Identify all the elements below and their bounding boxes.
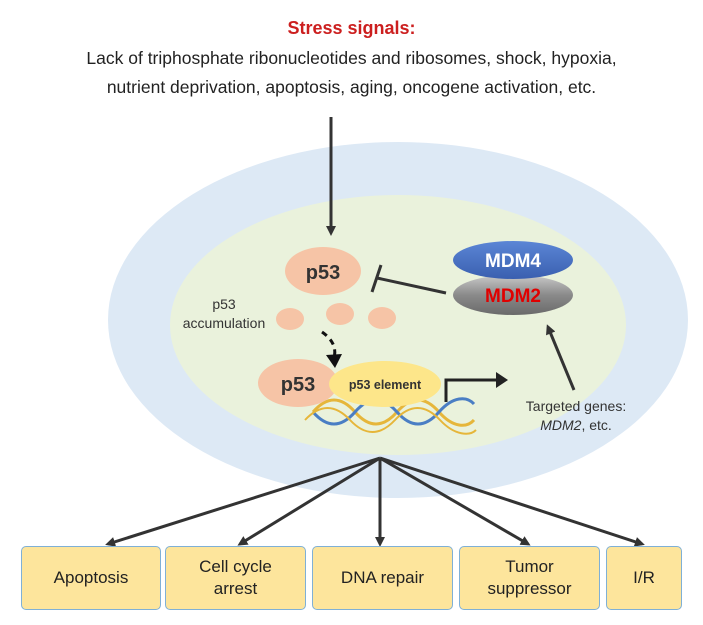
mdm2-inhibition-line <box>376 276 447 295</box>
targeted-genes-label: Targeted genes: <box>526 398 626 414</box>
targeted-gene-suffix: , etc. <box>581 417 611 433</box>
arrow-to-apoptosis <box>105 456 381 547</box>
mdm4-label: MDM4 <box>485 251 541 272</box>
p53-bound-blob <box>258 359 338 407</box>
transcription-arrow <box>444 378 500 402</box>
targeted-genes-examples: MDM2, etc. <box>540 417 612 433</box>
arrow-to-ir <box>379 456 645 547</box>
inhibition-bar <box>370 264 383 293</box>
p53-element-label: p53 element <box>349 378 422 392</box>
accumulation-dashed-arrow <box>321 330 337 359</box>
outcome-dna-repair: DNA repair <box>312 546 453 610</box>
outcome-cell-cycle-arrest: Cell cycle arrest <box>165 546 306 610</box>
dna-helix <box>304 397 477 435</box>
outcome-ir: I/R <box>606 546 682 610</box>
outcome-arrows <box>105 456 645 547</box>
accumulation-label-1: p53 <box>212 296 236 312</box>
outcome-apoptosis: Apoptosis <box>21 546 161 610</box>
targeted-to-mdm2-arrow <box>546 324 576 391</box>
stress-signals-line-1: Lack of triphosphate ribonucleotides and… <box>86 48 617 68</box>
p53-top-label: p53 <box>306 262 340 284</box>
arrow-to-cell-cycle-arrest <box>237 456 381 546</box>
outcome-tumor-suppressor: Tumor suppressor <box>459 546 600 610</box>
p53-small-blob-2 <box>326 303 354 325</box>
accumulation-label-2: accumulation <box>183 315 266 331</box>
p53-top-blob <box>285 247 361 295</box>
stress-signals-title: Stress signals: <box>287 18 416 38</box>
accumulation-arrowhead <box>326 354 342 368</box>
mdm2-label: MDM2 <box>485 286 541 307</box>
p53-bound-label: p53 <box>281 374 315 396</box>
transcription-arrowhead <box>496 372 508 388</box>
mdm2-blob <box>453 275 573 315</box>
arrow-to-tumor-suppressor <box>379 456 531 546</box>
targeted-gene-mdm2: MDM2 <box>540 417 581 433</box>
p53-small-blob-1 <box>276 308 304 330</box>
p53-small-blob-3 <box>368 307 396 329</box>
p53-element-blob <box>329 361 441 407</box>
stress-signals-line-2: nutrient deprivation, apoptosis, aging, … <box>106 77 597 97</box>
mdm4-blob <box>453 241 573 279</box>
